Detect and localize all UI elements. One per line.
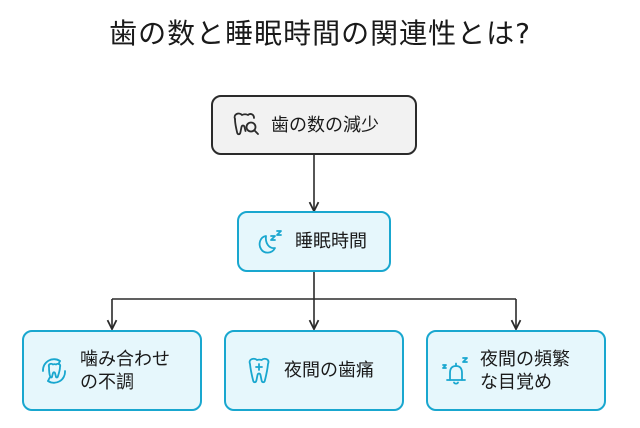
node-night-toothache: 夜間の歯痛 [224,330,404,411]
node-night-awakenings-label: 夜間の頻繁 な目覚め [480,348,570,394]
tooth-search-icon [229,109,261,141]
node-sleep-duration-label: 睡眠時間 [295,231,367,252]
node-night-awakenings: 夜間の頻繁 な目覚め [426,330,606,411]
node-bite-problems-line2: の不調 [80,371,134,393]
node-night-awakenings-line1: 夜間の頻繁 [480,348,570,370]
node-bite-problems-line1: 噛み合わせ [80,348,170,370]
moon-sleep-icon [253,226,285,258]
node-sleep-duration: 睡眠時間 [237,211,391,272]
connector-middle-to-leaves [112,272,516,300]
tooth-plus-icon [242,355,274,387]
node-bite-problems-label: 噛み合わせ の不調 [80,348,170,394]
tooth-rotate-icon [38,355,70,387]
node-bite-problems: 噛み合わせ の不調 [22,330,202,411]
alarm-bell-sleep-icon [440,355,472,387]
node-tooth-loss-label: 歯の数の減少 [271,114,379,136]
node-tooth-loss: 歯の数の減少 [211,95,417,155]
node-night-awakenings-line2: な目覚め [480,371,552,393]
node-night-toothache-label: 夜間の歯痛 [284,360,374,381]
diagram-title: 歯の数と睡眠時間の関連性とは? [109,17,531,50]
